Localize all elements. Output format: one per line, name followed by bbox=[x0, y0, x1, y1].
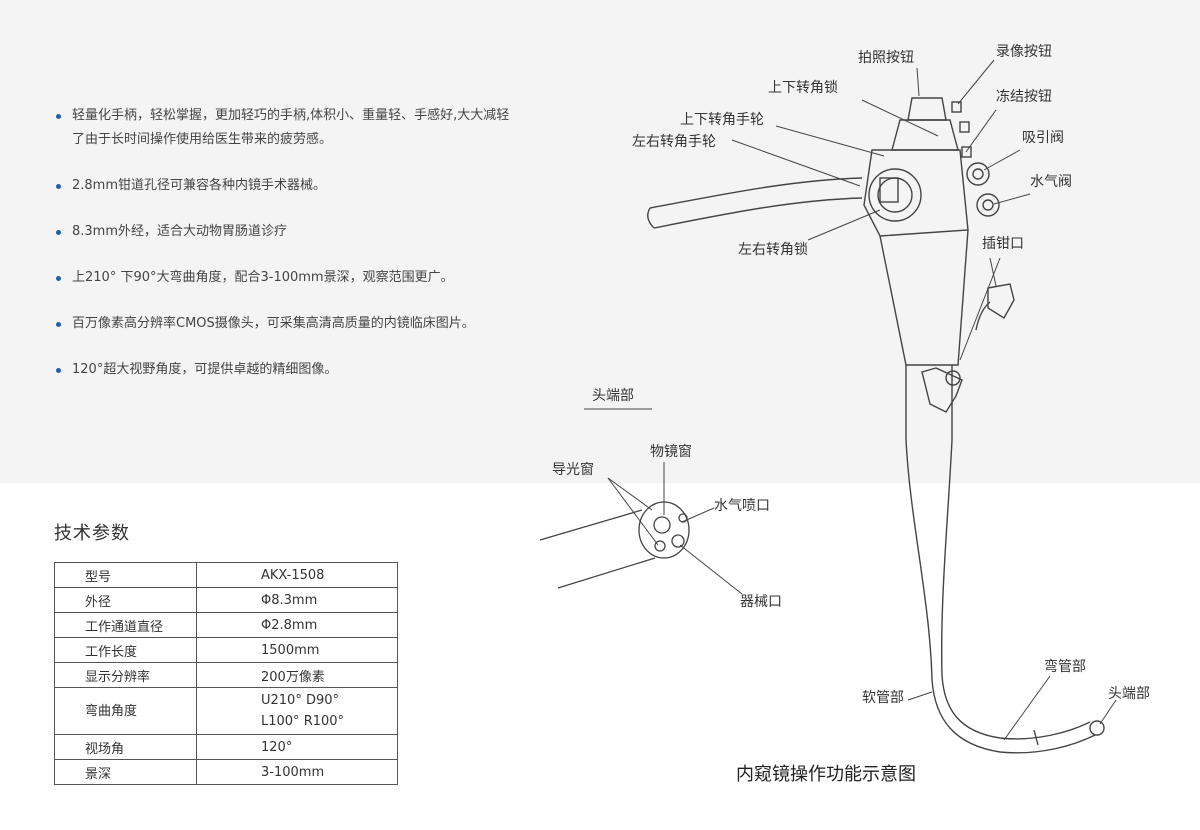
bullet-icon bbox=[56, 276, 61, 281]
endoscope-drawing bbox=[647, 97, 1105, 754]
bullet-icon bbox=[56, 322, 61, 327]
bullet-icon bbox=[56, 368, 61, 373]
label-light-guide: 导光窗 bbox=[552, 461, 594, 478]
label-record-button: 录像按钮 bbox=[996, 44, 1052, 60]
feature-item: 8.3mm外经，适合大动物胃肠道诊疗 bbox=[56, 220, 516, 244]
label-suction-valve: 吸引阀 bbox=[1022, 130, 1064, 146]
leader-lines bbox=[584, 59, 1117, 741]
feature-item: 轻量化手柄，轻松掌握，更加轻巧的手柄,体积小、重量轻、手感好,大大减轻了由于长时… bbox=[56, 104, 516, 152]
distal-tip-detail bbox=[539, 501, 690, 589]
feature-item: 2.8mm钳道孔径可兼容各种内镜手术器械。 bbox=[56, 174, 516, 198]
label-air-water-nozzle: 水气喷口 bbox=[714, 498, 770, 514]
label-photo-button: 拍照按钮 bbox=[858, 50, 914, 66]
label-tip-section-title: 头端部 bbox=[592, 388, 634, 404]
label-insertion-tube: 软管部 bbox=[862, 690, 904, 706]
label-lr-lock: 左右转角锁 bbox=[738, 242, 808, 258]
bullet-icon bbox=[56, 184, 61, 189]
feature-item: 百万像素高分辨率CMOS摄像头，可采集高清高质量的内镜临床图片。 bbox=[56, 312, 516, 336]
feature-item: 120°超大视野角度，可提供卓越的精细图像。 bbox=[56, 358, 516, 382]
diagram-caption: 内窥镜操作功能示意图 bbox=[736, 764, 916, 785]
feature-list: 轻量化手柄，轻松掌握，更加轻巧的手柄,体积小、重量轻、手感好,大大减轻了由于长时… bbox=[56, 104, 516, 404]
bullet-icon bbox=[56, 114, 61, 119]
label-lr-wheel: 左右转角手轮 bbox=[632, 134, 716, 150]
label-freeze-button: 冻结按钮 bbox=[996, 88, 1052, 105]
top-background bbox=[0, 0, 1200, 483]
label-ud-wheel: 上下转角手轮 bbox=[680, 112, 764, 128]
label-instrument-channel: 器械口 bbox=[740, 594, 782, 610]
label-objective-lens: 物镜窗 bbox=[650, 443, 692, 460]
bullet-icon bbox=[56, 230, 61, 235]
feature-item: 上210° 下90°大弯曲角度，配合3-100mm景深，观察范围更广。 bbox=[56, 266, 516, 290]
label-bending-section: 弯管部 bbox=[1044, 658, 1086, 675]
label-distal-tip: 头端部 bbox=[1108, 686, 1150, 702]
label-instrument-inlet: 插钳口 bbox=[982, 236, 1024, 252]
label-ud-lock: 上下转角锁 bbox=[768, 80, 838, 96]
spec-title: 技术参数 bbox=[54, 523, 130, 544]
label-air-water-valve: 水气阀 bbox=[1030, 174, 1072, 190]
